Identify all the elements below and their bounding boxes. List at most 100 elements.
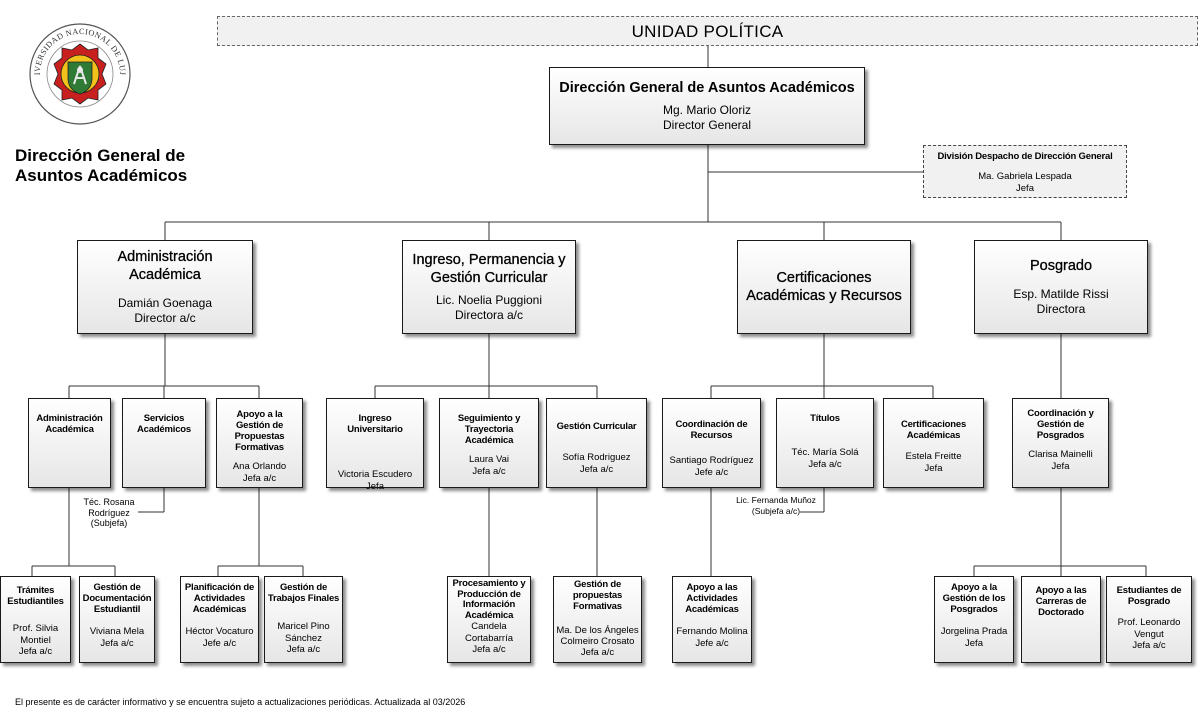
division-despacho-box: División Despacho de Dirección General M…: [923, 145, 1127, 198]
unit-title: Apoyo a la Gestión de los Posgrados: [942, 582, 1006, 615]
person-name: Fernando Molina: [676, 626, 748, 637]
unit-title: Coordinación y Gestión de Posgrados: [1027, 408, 1094, 441]
person-role: Jefa a/c: [579, 464, 614, 475]
unit-box: Gestión Curricular Sofía Rodriguez Jefa …: [546, 398, 647, 488]
person-name: Prof. Leonardo Vengut: [1117, 617, 1181, 640]
person-role: Jefe a/c: [202, 637, 237, 649]
person-role: (Subjefa): [90, 518, 128, 528]
person-name: Maricel Pino Sánchez: [277, 621, 330, 644]
person-role: Jefa a/c: [472, 644, 506, 655]
unit-box: Coordinación de Recursos Santiago Rodríg…: [662, 398, 761, 488]
area-box-posgrado: Posgrado Esp. Matilde Rissi Directora: [974, 240, 1148, 334]
university-seal-logo: UNIVERSIDAD NACIONAL DE LUJÁN: [28, 12, 131, 125]
unit-box: Ingreso Universitario Victoria Escudero …: [326, 398, 424, 492]
area-box-ingreso: Ingreso, Permanencia y Gestión Curricula…: [402, 240, 576, 334]
person-name: Esp. Matilde Rissi: [1013, 287, 1109, 301]
person-role: Jefa a/c: [472, 466, 506, 477]
subjefa-note: Téc. Rosana Rodríguez (Subjefa): [80, 497, 138, 529]
person-name: Candela Cortabarría: [464, 621, 514, 644]
person-role: Director General: [662, 118, 752, 132]
unit-box: Certificaciones Académicas Estela Freitt…: [883, 398, 984, 488]
person-name: Clarisa Mainelli: [1028, 449, 1093, 460]
person-name: Ana Orlando: [232, 461, 287, 472]
unit-title: Certificaciones Académicas y Recursos: [746, 270, 902, 304]
unit-title: Estudiantes de Posgrado: [1116, 585, 1182, 607]
footer-note: El presente es de carácter informativo y…: [15, 697, 466, 707]
unit-title: Gestión de propuestas Formativas: [572, 579, 623, 612]
unit-box: Administración Académica: [28, 398, 111, 488]
person-name: Mg. Mario Oloriz: [662, 103, 751, 117]
unit-box: Gestión de propuestas Formativas Ma. De …: [553, 576, 642, 663]
unit-box: Procesamiento y Producción de Informació…: [447, 576, 531, 663]
person-name: Téc. María Solá: [791, 447, 859, 458]
unidad-politica-banner: UNIDAD POLÍTICA: [217, 16, 1198, 46]
person-role: Directora a/c: [454, 308, 524, 322]
area-box-certificaciones: Certificaciones Académicas y Recursos: [737, 240, 911, 334]
person-name: Viviana Mela: [89, 626, 145, 637]
unit-title: Apoyo a las Carreras de Doctorado: [1035, 585, 1087, 618]
unit-title: Apoyo a las Actividades Académicas: [685, 582, 739, 615]
unit-title: Gestión de Documentación Estudiantil: [82, 582, 152, 615]
unit-title: Certificaciones Académicas: [900, 419, 967, 441]
unit-box: Seguimiento y Trayectoria Académica Laur…: [439, 398, 539, 488]
person-role: Jefa: [366, 481, 384, 492]
person-name: Santiago Rodríguez: [669, 455, 754, 466]
unit-title: Coordinación de Recursos: [675, 419, 748, 441]
unit-title: Servicios Académicos: [137, 413, 191, 435]
person-name: Damián Goenaga: [117, 296, 213, 310]
unit-title: Ingreso, Permanencia y Gestión Curricula…: [412, 252, 566, 286]
person-name: Sofía Rodriguez: [562, 452, 631, 463]
person-name: Ma. Gabriela Lespada: [978, 171, 1072, 182]
person-role: Jefe a/c: [694, 467, 729, 478]
person-role: Jefa: [965, 637, 983, 649]
unit-box: Estudiantes de Posgrado Prof. Leonardo V…: [1106, 576, 1192, 663]
page-title-line2: Asuntos Académicos: [15, 166, 188, 185]
unit-box: Coordinación y Gestión de Posgrados Clar…: [1012, 398, 1109, 488]
person-role: Jefa a/c: [242, 473, 277, 484]
unit-box: Apoyo a las Actividades Académicas Ferna…: [672, 576, 752, 663]
unit-box: Gestión de Documentación Estudiantil Viv…: [79, 576, 155, 663]
unit-title: Ingreso Universitario: [347, 413, 403, 435]
unit-title: Administración Académica: [36, 413, 103, 435]
person-name: Estela Freitte: [905, 451, 962, 462]
unit-box: Trámites Estudiantiles Prof. Silvia Mont…: [0, 576, 71, 663]
unit-title: Seguimiento y Trayectoria Académica: [457, 413, 521, 446]
unit-title: Posgrado: [1029, 258, 1093, 274]
unit-title: Gestión Curricular: [556, 421, 637, 432]
person-role: Jefe a/c: [695, 637, 729, 649]
person-name: Héctor Vocaturo: [185, 626, 254, 637]
page-title-line1: Dirección General de: [15, 146, 186, 165]
unit-box: Apoyo a la Gestión de los Posgrados Jorg…: [934, 576, 1014, 663]
person-role: Jefa a/c: [1132, 640, 1166, 651]
unit-box: Apoyo a las Carreras de Doctorado: [1021, 576, 1101, 663]
unit-box: Gestión de Trabajos Finales Maricel Pino…: [264, 576, 343, 663]
person-name: Lic. Fernanda Muñoz: [736, 495, 816, 505]
page-title: Dirección General de Asuntos Académicos: [15, 146, 187, 186]
person-name: Ma. De los Ángeles Colmeiro Crosato: [556, 625, 639, 647]
person-role: Jefa: [1016, 182, 1034, 194]
person-role: Jefa a/c: [580, 647, 615, 658]
unit-box: Servicios Académicos: [122, 398, 206, 488]
person-name: Téc. Rosana Rodríguez: [83, 497, 135, 518]
unit-box: Títulos Téc. María Solá Jefa a/c: [776, 398, 874, 488]
person-name: Laura Vai: [469, 454, 509, 465]
person-role: Jefa: [1051, 461, 1070, 472]
person-role: Director a/c: [134, 311, 196, 325]
person-role: Jefa a/c: [100, 637, 134, 649]
person-name: Prof. Silvia Montiel: [12, 623, 59, 646]
person-name: Jorgelina Prada: [940, 626, 1008, 637]
area-box-administracion: Administración Académica Damián Goenaga …: [77, 240, 253, 334]
direccion-general-box: Dirección General de Asuntos Académicos …: [549, 67, 865, 145]
person-role: Jefa a/c: [18, 646, 53, 657]
subjefa-note: Lic. Fernanda Muñoz (Subjefa a/c): [730, 495, 822, 516]
unit-title: Administración Académica: [117, 249, 213, 283]
person-role: Directora: [1036, 302, 1086, 316]
person-name: Lic. Noelia Puggioni: [435, 293, 543, 307]
unit-title: Planificación de Actividades Académicas: [184, 582, 255, 615]
unit-title: Procesamiento y Producción de Informació…: [452, 578, 526, 621]
unit-title: Gestión de Trabajos Finales: [267, 582, 340, 604]
person-role: Jefa: [924, 463, 943, 474]
unit-title: División Despacho de Dirección General: [937, 151, 1113, 162]
person-role: Jefa a/c: [808, 459, 842, 470]
